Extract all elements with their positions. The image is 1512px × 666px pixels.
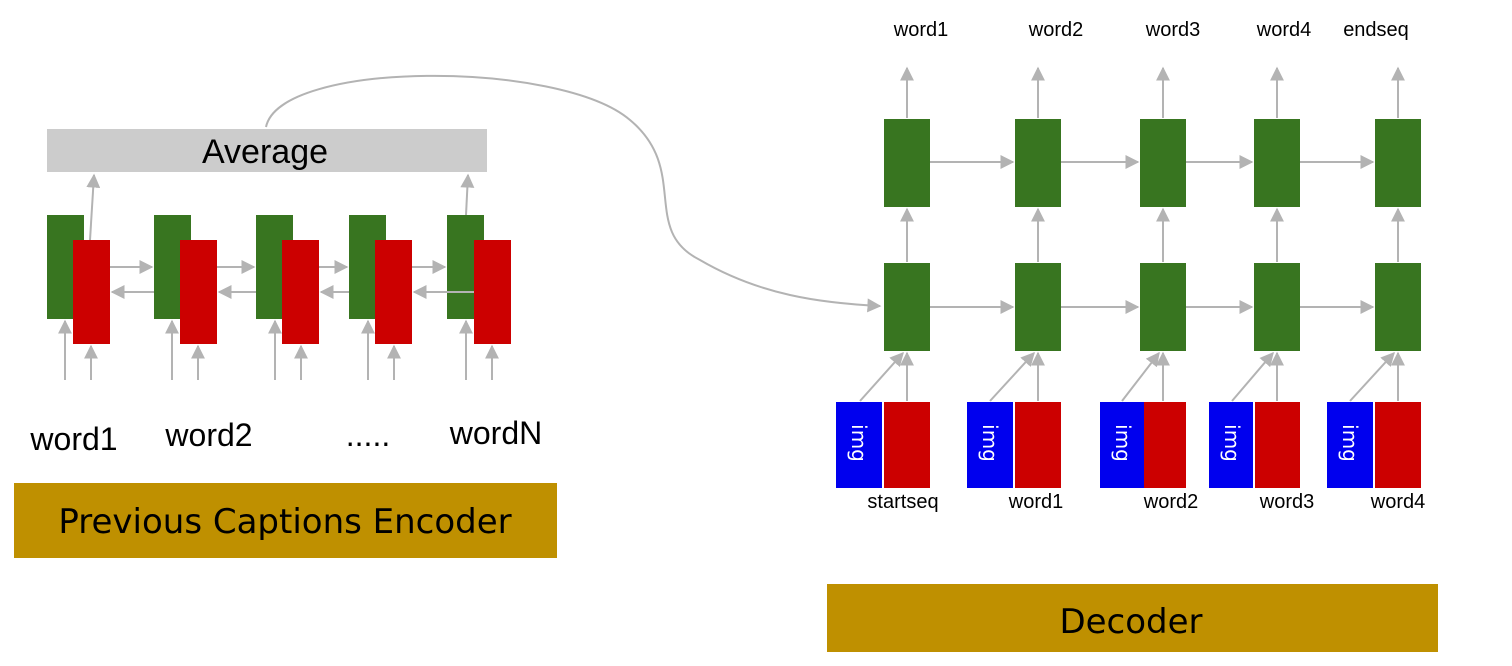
image-feature-box xyxy=(836,402,882,488)
image-feature-box xyxy=(1100,402,1146,488)
decoder-input-startseq: startseq xyxy=(867,491,938,513)
decoder-lstm-cell xyxy=(1140,263,1186,351)
decoder-input-pair-1: img xyxy=(836,402,930,488)
encoder-input-arrows xyxy=(58,319,499,380)
decoder-lstm-cell xyxy=(1375,263,1421,351)
decoder-output-word1: word1 xyxy=(893,19,948,41)
encoder-to-average-arrows xyxy=(86,173,475,241)
decoder-title-banner xyxy=(827,584,1438,652)
encoder-cell-3 xyxy=(256,215,319,344)
encoder-input-wordN: wordN xyxy=(449,415,542,451)
decoder-input-pair-2: img xyxy=(967,402,1061,488)
decoder-lstm-cell xyxy=(1140,119,1186,207)
image-feature-box xyxy=(967,402,1013,488)
word-embedding-box xyxy=(1375,402,1421,488)
decoder-lstm-cell xyxy=(1254,119,1300,207)
decoder-input-pair-5: img xyxy=(1327,402,1421,488)
decoder-top-row xyxy=(884,119,1421,207)
img-label: img xyxy=(978,424,1002,462)
decoder-lstm-cell xyxy=(1015,263,1061,351)
encoder-input-ellipsis: ..... xyxy=(346,417,390,453)
decoder-lstm-cell xyxy=(1254,263,1300,351)
decoder-input-arrows xyxy=(859,351,1405,402)
word-embedding-box xyxy=(1015,402,1061,488)
decoder-output-word3: word3 xyxy=(1145,19,1200,41)
encoder-cell-4 xyxy=(349,215,412,344)
encoder-input-word1: word1 xyxy=(29,421,117,457)
decoder-output-endseq: endseq xyxy=(1343,19,1409,41)
encoder-input-word2: word2 xyxy=(164,417,252,453)
backward-lstm-cell xyxy=(474,240,511,344)
decoder-bottom-row xyxy=(884,263,1421,351)
decoder-title: Decoder xyxy=(1059,602,1202,642)
decoder-output-arrows xyxy=(900,66,1405,118)
encoder-title-banner xyxy=(14,483,557,558)
decoder-input-pair-3: img xyxy=(1100,402,1186,488)
context-connection-curve xyxy=(265,74,882,313)
decoder-lstm-cell xyxy=(1375,119,1421,207)
word-embedding-box xyxy=(1144,402,1186,488)
encoder-title: Previous Captions Encoder xyxy=(58,502,511,542)
decoder-lstm-cell xyxy=(884,119,930,207)
encoder-cell-1 xyxy=(47,215,110,344)
image-feature-box xyxy=(1327,402,1373,488)
backward-lstm-cell xyxy=(375,240,412,344)
img-label: img xyxy=(1220,424,1244,462)
encoder-cell-5 xyxy=(447,215,511,344)
decoder: word1 word2 word3 word4 endseq xyxy=(827,19,1438,652)
word-embedding-box xyxy=(1255,402,1300,488)
backward-lstm-cell xyxy=(282,240,319,344)
backward-lstm-cell xyxy=(180,240,217,344)
encoder-cell-2 xyxy=(154,215,217,344)
image-feature-box xyxy=(1209,402,1253,488)
word-embedding-box xyxy=(884,402,930,488)
decoder-lstm-cell xyxy=(1015,119,1061,207)
decoder-input-word3: word3 xyxy=(1259,491,1314,513)
img-label: img xyxy=(847,424,871,462)
decoder-input-pair-4: img xyxy=(1209,402,1300,488)
decoder-output-word4: word4 xyxy=(1256,19,1311,41)
average-label: Average xyxy=(202,133,328,171)
backward-lstm-cell xyxy=(73,240,110,344)
img-label: img xyxy=(1111,424,1135,462)
img-label: img xyxy=(1338,424,1362,462)
decoder-input-word4: word4 xyxy=(1370,491,1425,513)
average-bar xyxy=(47,129,487,172)
encoder: Average xyxy=(14,129,557,558)
decoder-output-word2: word2 xyxy=(1028,19,1083,41)
decoder-input-word1: word1 xyxy=(1008,491,1063,513)
decoder-between-row-arrows xyxy=(900,207,1405,262)
decoder-lstm-cell xyxy=(884,263,930,351)
decoder-input-word2: word2 xyxy=(1143,491,1198,513)
